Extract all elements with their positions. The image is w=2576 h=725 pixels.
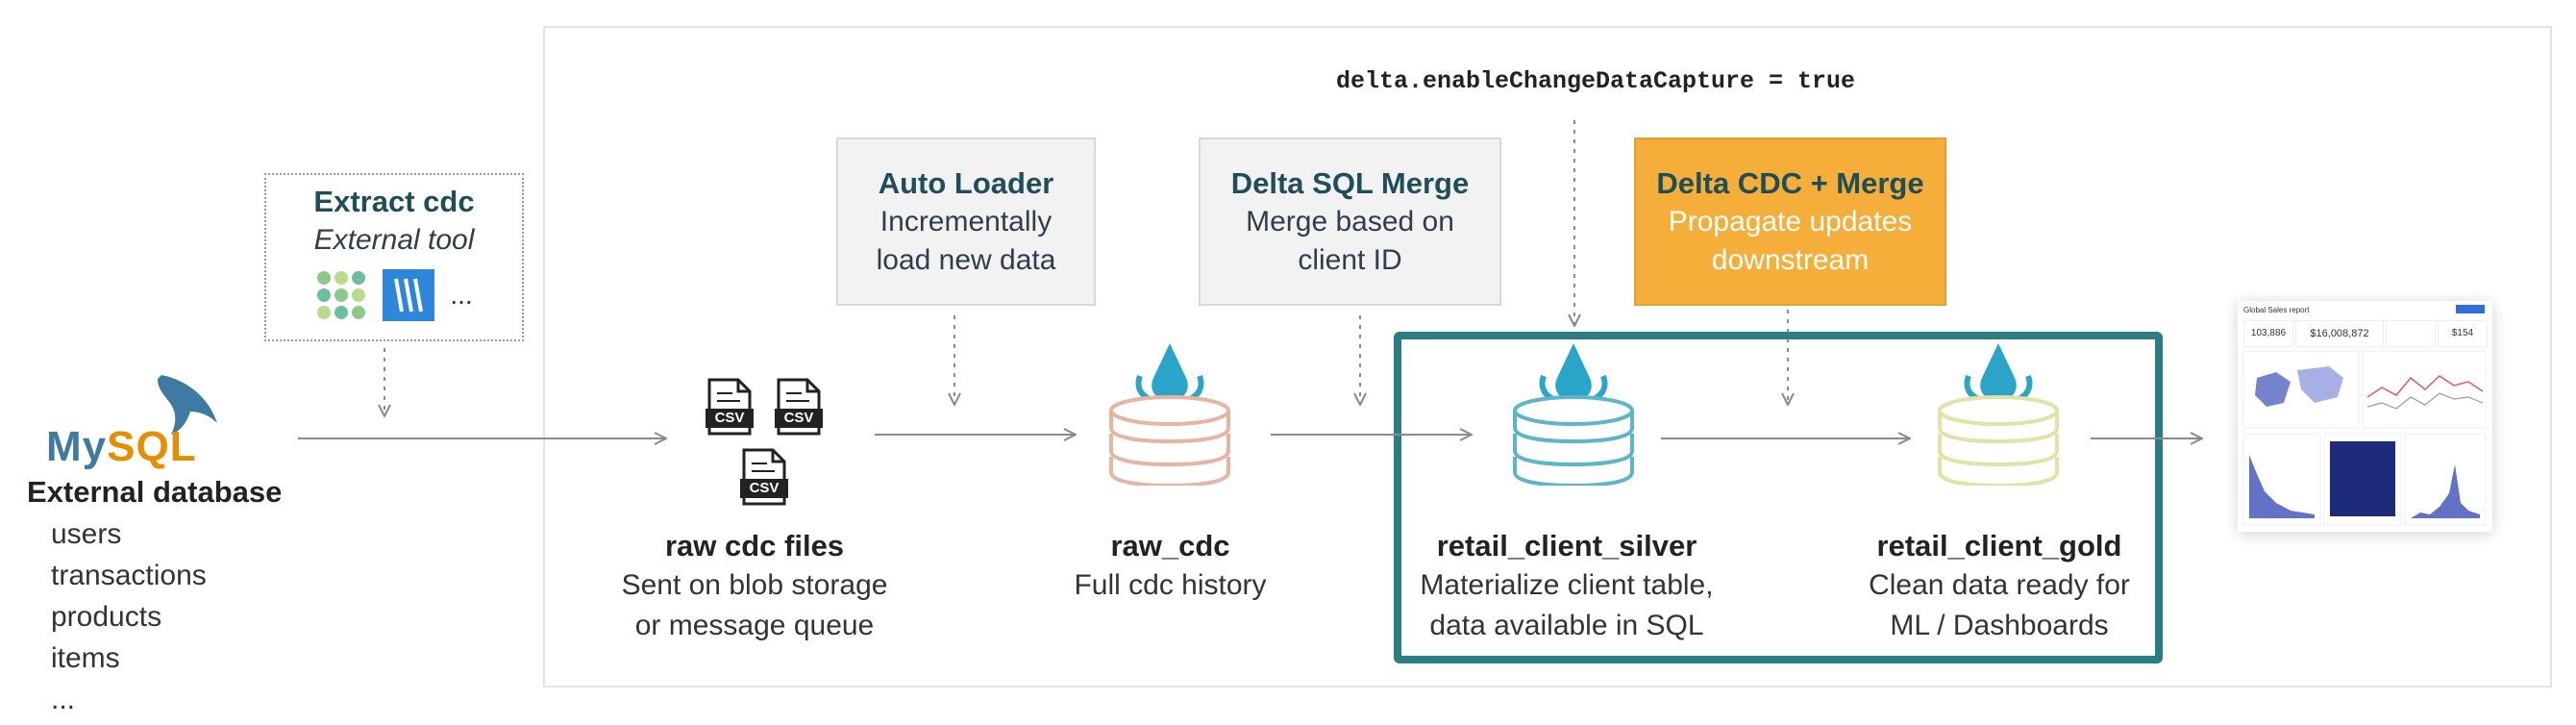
step-title: Delta CDC + Merge	[1656, 165, 1924, 200]
silver-gold-highlight-frame	[1394, 332, 2163, 663]
auto-loader-box: Auto Loader Incrementally load new data	[836, 138, 1096, 306]
extract-subtitle: External tool	[313, 224, 475, 256]
extract-tool-logos: ...	[315, 269, 473, 321]
stage-raw-cdc: raw_cdc Full cdc history	[1038, 527, 1302, 606]
stage-title: raw_cdc	[1110, 529, 1230, 562]
csv-file-icon: CSV	[775, 378, 823, 436]
stage-line: or message queue	[634, 610, 875, 641]
stage-line: Clean data ready for	[1869, 569, 2130, 601]
source-tables: users transactions products items ...	[51, 513, 207, 720]
stage-silver: retail_client_silver Materialize client …	[1403, 527, 1730, 646]
table-item: transactions	[51, 560, 207, 591]
tool-logo-icon	[317, 271, 366, 319]
extract-more: ...	[450, 280, 473, 310]
silver-table-icon	[1513, 343, 1634, 486]
bronze-table-icon	[1109, 343, 1230, 486]
cdc-flag-text: delta.enableChangeDataCapture = true	[1335, 67, 1856, 95]
gold-table-icon	[1938, 343, 2059, 486]
delta-sql-merge-box: Delta SQL Merge Merge based on client ID	[1199, 138, 1501, 306]
stage-title: raw cdc files	[664, 529, 845, 562]
step-line: client ID	[1298, 243, 1402, 276]
stage-title: retail_client_gold	[1876, 529, 2122, 562]
step-line: Merge based on	[1246, 205, 1454, 238]
kpi-tile: 103,886	[2243, 320, 2293, 347]
stage-line: Full cdc history	[1074, 569, 1267, 601]
stitch-logo-icon	[383, 269, 435, 321]
dashboard-button	[2456, 305, 2485, 313]
dolphin-icon	[158, 375, 217, 435]
delta-cdc-merge-box: Delta CDC + Merge Propagate updates down…	[1634, 138, 1946, 306]
step-line: load new data	[876, 243, 1056, 276]
table-item: users	[51, 518, 122, 550]
stage-line: Sent on blob storage	[621, 569, 888, 601]
dashboard-title: Global Sales report	[2243, 306, 2310, 314]
step-line: downstream	[1711, 243, 1870, 276]
stage-raw-files: raw cdc files Sent on blob storage or me…	[596, 527, 913, 646]
step-line: Propagate updates	[1668, 205, 1913, 238]
pipeline-frame	[543, 26, 2552, 688]
extract-cdc-box: Extract cdc External tool ...	[264, 173, 524, 341]
dashboard-thumbnail: Global Sales report 103,886 $16,008,872 …	[2238, 301, 2492, 532]
kpi-tile: $16,008,872	[2295, 320, 2384, 347]
table-item: items	[51, 642, 120, 674]
csv-file-icon: CSV	[706, 378, 754, 436]
kpi-tile: $154	[2438, 320, 2488, 347]
csv-label: CSV	[749, 480, 780, 496]
table-item: products	[51, 601, 162, 633]
mysql-logo-text: MySQL	[46, 423, 197, 470]
csv-label: CSV	[714, 410, 745, 426]
table-item: ...	[51, 684, 76, 715]
stage-line: ML / Dashboards	[1890, 610, 2109, 641]
step-line: Incrementally	[879, 205, 1053, 238]
csv-label: CSV	[783, 410, 814, 426]
stage-line: Materialize client table,	[1420, 569, 1714, 601]
stage-line: data available in SQL	[1429, 610, 1704, 641]
source-title: External database	[27, 475, 283, 509]
kpi-tile	[2386, 320, 2436, 347]
stage-title: retail_client_silver	[1436, 529, 1697, 562]
step-title: Delta SQL Merge	[1230, 165, 1470, 200]
extract-title: Extract cdc	[313, 185, 475, 218]
step-title: Auto Loader	[878, 165, 1054, 200]
mysql-logo: MySQL	[46, 367, 238, 470]
csv-file-icon: CSV	[740, 448, 788, 506]
dashboard-charts	[2242, 350, 2487, 526]
stage-gold: retail_client_gold Clean data ready for …	[1845, 527, 2153, 646]
